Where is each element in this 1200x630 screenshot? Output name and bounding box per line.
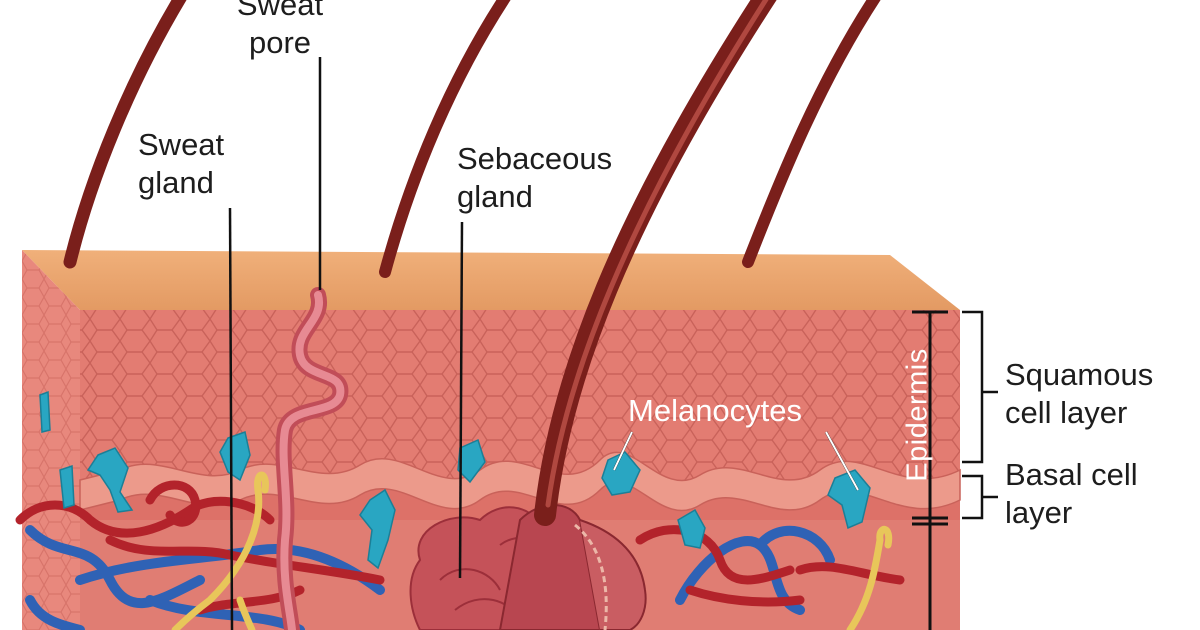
basal-label-line2: layer (1005, 495, 1073, 530)
hair-follicle (498, 504, 602, 630)
squamous-cell-layer-label: Squamous cell layer (1005, 356, 1153, 432)
nerve-fibers (171, 471, 893, 630)
melanocyte-cells (39, 390, 871, 570)
sweat-gland-label: Sweat gland (138, 126, 224, 202)
sebaceous-gland-label-line2: gland (457, 179, 533, 214)
skin-surface (22, 250, 960, 310)
hairs (63, 0, 881, 526)
sebaceous-gland-label: Sebaceous gland (457, 140, 612, 216)
sweat-pore-label-line1: Sweat (236, 0, 324, 22)
basal-label-line1: Basal cell (1005, 457, 1138, 492)
melanocytes-label: Melanocytes (628, 393, 803, 428)
sweat-pore-label: Sweat pore (228, 0, 332, 62)
sweat-pore-label-line2: pore (248, 25, 312, 60)
squamous-label-line1: Squamous (1005, 357, 1154, 392)
squamous-label-line2: cell layer (1005, 395, 1128, 430)
basal-cell-layer-label: Basal cell layer (1005, 456, 1138, 532)
epidermis-label: Epidermis (901, 348, 934, 482)
veins (25, 525, 835, 630)
sweat-gland-label-line2: gland (138, 165, 214, 200)
layer-brackets (962, 310, 998, 520)
arteries (15, 480, 905, 615)
sebaceous-gland-label-line1: Sebaceous (457, 141, 613, 176)
epidermis-scale-bar (912, 310, 948, 630)
sweat-gland-label-line1: Sweat (138, 127, 225, 162)
basal-cell-row (79, 451, 961, 512)
